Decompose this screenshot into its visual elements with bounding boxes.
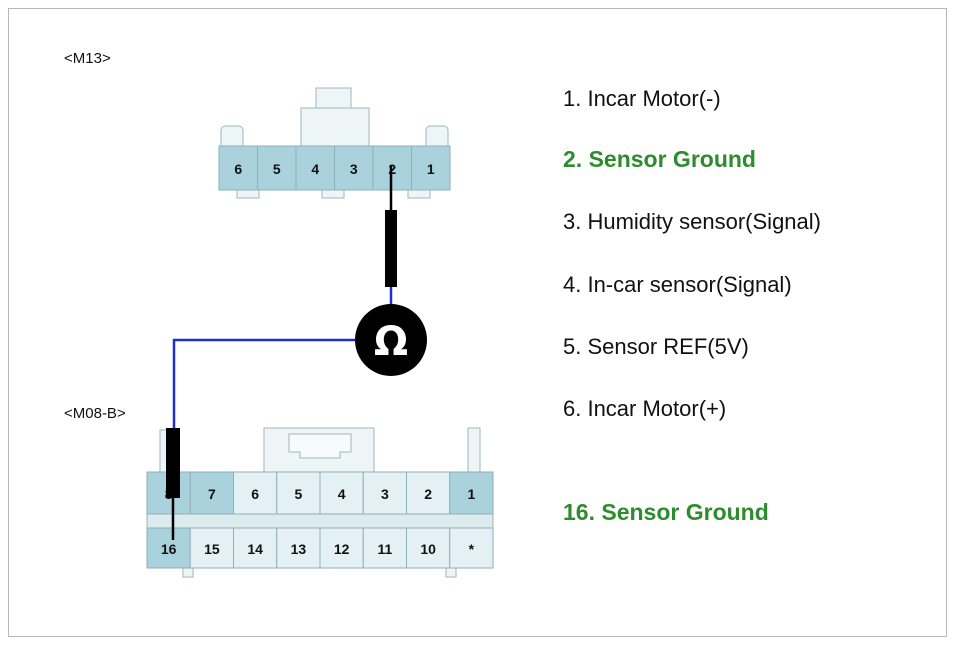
pin-bottom-top-8-cell: [449, 471, 494, 515]
pin-bottom-bottom-8-cell: [449, 527, 494, 569]
pin-bottom-bottom-1: 16: [161, 541, 177, 557]
pin-bottom-bottom-1-cell: [146, 527, 191, 569]
pin-bottom-bottom-7: 10: [420, 541, 436, 557]
pin-bottom-bottom-4: 13: [291, 541, 307, 557]
pin-top-3: 3: [350, 161, 358, 177]
pin-top-5: 5: [273, 161, 281, 177]
pin-bottom-top-6: 3: [381, 486, 389, 502]
legend-item: 1. Incar Motor(-): [563, 86, 721, 111]
legend-item: 4. In-car sensor(Signal): [563, 272, 792, 297]
pin-bottom-bottom-7-cell: [406, 527, 451, 569]
legend-item: 2. Sensor Ground: [563, 146, 756, 172]
probe-top: [385, 210, 397, 287]
pin-top-3-cell: [334, 145, 374, 191]
legend-item: 5. Sensor REF(5V): [563, 334, 749, 359]
legend-item: 6. Incar Motor(+): [563, 396, 727, 421]
legend-footer: 16. Sensor Ground: [563, 499, 769, 525]
pin-top-1-cell: [411, 145, 451, 191]
pin-top-6: 6: [234, 161, 242, 177]
pin-top-4-cell: [295, 145, 335, 191]
pin-bottom-bottom-5-cell: [319, 527, 364, 569]
connector-top: 6 5 4 3 2 1: [218, 87, 451, 199]
pin-bottom-top-7: 2: [424, 486, 432, 502]
pin-bottom-top-4: 5: [294, 486, 302, 502]
pin-bottom-bottom-6-cell: [362, 527, 407, 569]
pin-top-5-cell: [257, 145, 297, 191]
pin-top-1: 1: [427, 161, 435, 177]
connector-top-label: <M13>: [64, 50, 111, 67]
connector-bottom: 8765432116151413121110*: [146, 427, 494, 578]
pin-bottom-top-4-cell: [276, 471, 321, 515]
ohm-symbol: Ω: [374, 319, 408, 365]
pin-bottom-top-3: 6: [251, 486, 259, 502]
pin-bottom-top-5: 4: [338, 486, 346, 502]
pin-bottom-bottom-3-cell: [233, 527, 278, 569]
pin-bottom-bottom-2: 15: [204, 541, 220, 557]
pin-bottom-top-2: 7: [208, 486, 216, 502]
legend-item: 3. Humidity sensor(Signal): [563, 209, 821, 234]
pin-bottom-top-5-cell: [319, 471, 364, 515]
pin-bottom-bottom-4-cell: [276, 527, 321, 569]
pin-bottom-bottom-6: 11: [377, 541, 392, 557]
connector-bottom-label: <M08-B>: [64, 405, 126, 422]
pin-bottom-bottom-3: 14: [247, 541, 263, 557]
pin-bottom-top-2-cell: [189, 471, 234, 515]
pin-bottom-bottom-5: 12: [334, 541, 350, 557]
pin-bottom-bottom-8: *: [469, 541, 475, 557]
pin-bottom-bottom-2-cell: [189, 527, 234, 569]
pin-top-4: 4: [311, 161, 319, 177]
probe-bottom: [166, 428, 180, 498]
pin-top-2: 2: [388, 161, 396, 177]
wire-to-meter: [172, 338, 355, 455]
ohmmeter-icon: [355, 304, 427, 376]
pin-bottom-top-6-cell: [362, 471, 407, 515]
pin-bottom-top-7-cell: [406, 471, 451, 515]
pin-bottom-top-8: 1: [467, 486, 475, 502]
